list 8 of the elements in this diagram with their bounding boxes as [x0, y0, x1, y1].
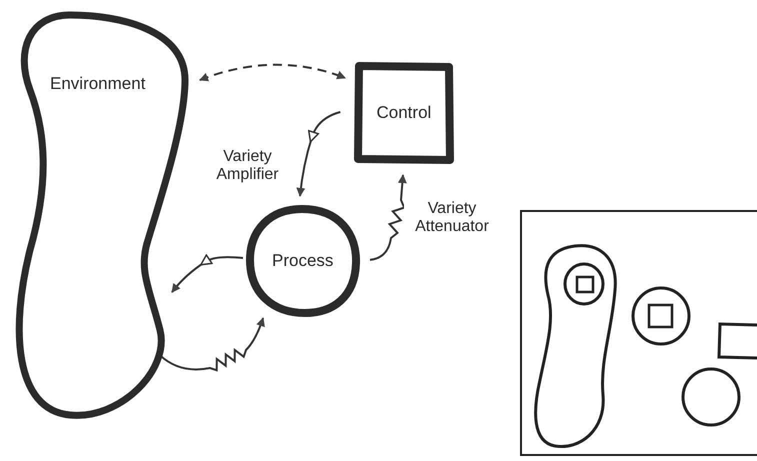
node-label: Environment — [50, 74, 146, 94]
arrow — [199, 64, 346, 82]
arrow — [296, 111, 341, 197]
arrow — [370, 174, 407, 261]
arrow — [159, 317, 265, 372]
arrow — [171, 254, 244, 293]
node-label: Process — [272, 251, 334, 271]
node-label: Control — [376, 103, 432, 123]
